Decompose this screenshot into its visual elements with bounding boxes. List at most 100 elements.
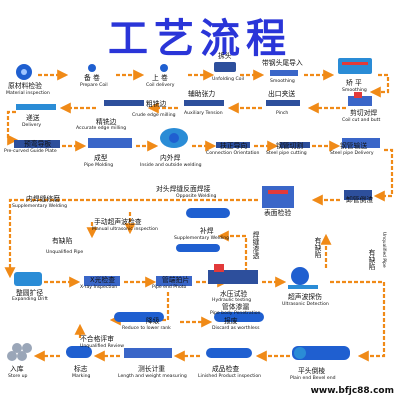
step-opposite-weld-en: Opposite Welding [176, 194, 217, 199]
arrow-29 [109, 292, 170, 326]
step-ultrasonic: 超声波探伤 [288, 293, 322, 301]
pipe-end-photo-icon [156, 276, 192, 286]
vertical-defect-1: 有缺陷 [314, 237, 322, 260]
step-delivery-en: Delivery [22, 123, 42, 128]
step-marking: 标志 [74, 365, 88, 373]
pipe-delivery-icon [342, 138, 380, 148]
step-penetration-en: Pipe body Penetration [210, 311, 261, 316]
step-defect-left-en: Unqualified Pipe [46, 250, 84, 255]
cut-weld-icon [348, 92, 372, 106]
step-inner-grind-en: Supplementary Welding [12, 204, 68, 209]
step-unqualified-review: 不合格评审 [80, 335, 114, 343]
step-ultrasonic-en: Ultrasonic Detection [282, 302, 329, 307]
step-bevel: 平头倒棱 [298, 367, 326, 375]
step-orientation: 扶正导向 [220, 142, 248, 150]
step-expanding-en: Expanding Drift [12, 297, 48, 302]
downgrade-icon [114, 312, 164, 322]
step-discharge: 卸管倒渣 [346, 196, 374, 204]
milling-icon [104, 100, 144, 106]
step-accurate-milling-en: Accurate edge milling [76, 126, 127, 131]
step-store: 入库 [10, 365, 24, 373]
step-discard: 报废 [224, 317, 238, 325]
step-coil-delivery: 上 卷 [152, 74, 168, 82]
step-guide-plate-en: Pre-curved Guide Plate [4, 149, 57, 154]
step-bevel-en: Plain end Bevel end [290, 376, 336, 381]
store-icon [7, 343, 32, 361]
marking-icon [66, 346, 92, 358]
step-accurate-milling: 精铣边 [96, 118, 117, 126]
step-delivery: 递送 [26, 114, 40, 122]
page-title: 工艺流程 [108, 16, 292, 62]
step-final-inspect-en: Linished Product inspection [198, 374, 262, 379]
step-head-tail: 带钢头尾导入 [262, 59, 303, 67]
final-inspect-icon [206, 348, 252, 358]
step-prepare-coil: 备 卷 [84, 74, 100, 82]
step-discard-en: Discard as worthless [212, 326, 260, 331]
guide-plate-icon [14, 140, 60, 148]
step-measure: 测长计重 [138, 365, 166, 373]
leveler-icon [338, 58, 372, 74]
step-manual-ultrasonic-en: Manual ultrasonic inspection [92, 227, 158, 232]
vertical-weld-penetration: 焊缝渗透 [252, 231, 260, 261]
step-pipe-cutting: 钢管切割 [276, 142, 304, 150]
step-pipe-cutting-en: Steel pipe cutting [266, 151, 307, 156]
guide-icon [270, 70, 298, 76]
step-penetration: 管体渗漏 [222, 303, 250, 311]
step-cut-butt-en: Coil cut and butt [342, 118, 381, 123]
step-manual-ultrasonic: 手动超声波检查 [94, 218, 142, 226]
arrow-19 [4, 198, 258, 279]
watermark: www.bfjc88.com [310, 386, 394, 396]
vertical-unqualified-pipe-en: Unqualified Pipe [381, 232, 386, 268]
step-hydraulic-en: Hydraulic testing [212, 298, 252, 303]
step-xray-en: X-ray Inspection [80, 285, 118, 290]
vertical-defect-2: 有缺陷 [368, 249, 376, 272]
step-inner-grind: 内焊缝修磨 [26, 195, 60, 203]
step-store-en: Store up [8, 374, 28, 379]
step-weld: 内外焊 [160, 154, 181, 162]
molding-icon [88, 138, 132, 148]
step-material-inspection: 原材料检验 [8, 82, 42, 90]
xray-icon [84, 276, 120, 286]
step-pipe-end-photo-en: Pipe end Photo [152, 285, 187, 290]
step-crude-milling: 粗铣边 [146, 100, 167, 108]
tension-icon [184, 100, 224, 106]
step-guide-plate: 预弯导板 [24, 140, 52, 148]
coil-delivery-icon [160, 64, 168, 72]
step-molding: 成型 [94, 154, 108, 162]
step-cut-butt: 剪切对焊 [350, 109, 378, 117]
step-xray: X光检查 [90, 276, 116, 284]
step-repair-weld: 补焊 [200, 227, 214, 235]
cutting-icon [280, 142, 310, 148]
step-repair-weld-en: Supplementary Welding [174, 236, 230, 241]
step-crude-milling-en: Crude edge milling [132, 113, 176, 118]
step-material-inspection-en: Material inspection [6, 91, 50, 96]
step-aux-tension: 辅助张力 [188, 90, 216, 98]
arrow-11 [6, 110, 19, 146]
step-downgrade-en: Reduce to lower rank [122, 326, 171, 331]
step-smoothing-en: Smoothing [342, 88, 367, 93]
arrow-27 [217, 230, 248, 272]
bevel-icon [292, 346, 350, 360]
step-molding-en: Pipe Molding [84, 163, 114, 168]
step-unfolding: 拆头 [218, 52, 232, 60]
step-weld-en: Inside and outside welding [140, 163, 202, 168]
arrow-6 [369, 73, 390, 98]
repair-weld-icon [176, 244, 220, 252]
step-pipe-end-photo: 管端拍片 [162, 276, 190, 284]
arrow-26 [330, 280, 386, 362]
step-opposite-weld: 对头焊缝反面焊接 [156, 185, 211, 193]
hydraulic-icon [208, 264, 258, 284]
step-pinch: 出口夹送 [268, 90, 296, 98]
step-downgrade: 降级 [146, 317, 160, 325]
step-hydraulic: 水压试验 [220, 290, 248, 298]
step-final-inspect: 成品检查 [212, 365, 240, 373]
delivery-icon [16, 104, 56, 110]
step-unqualified-review-en: Unqualified Review [80, 344, 124, 349]
step-measure-en: Length and weight measuring [118, 374, 187, 379]
discard-icon [214, 312, 264, 322]
step-pinch-en: Pinch [276, 111, 289, 116]
step-orientation-en: Connection Orientation [206, 151, 260, 156]
step-pipe-delivery: 钢管输送 [340, 142, 368, 150]
step-marking-en: Marking [72, 374, 91, 379]
